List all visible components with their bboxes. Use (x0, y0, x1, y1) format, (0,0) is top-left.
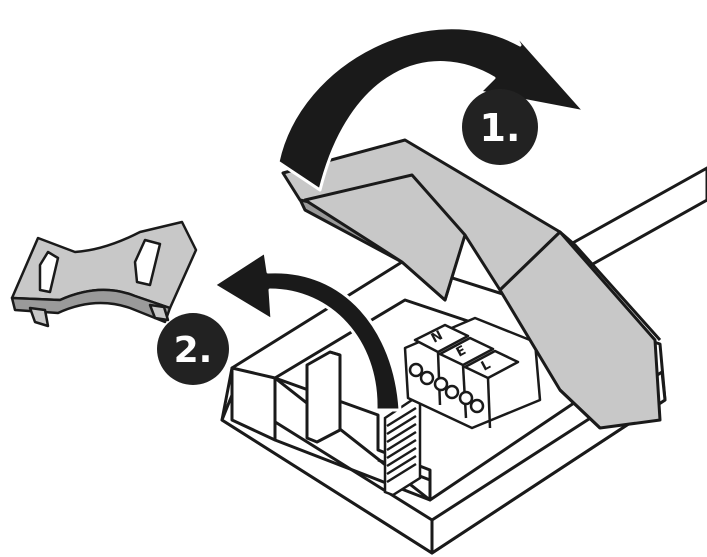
terminal-block: N E L (403, 316, 542, 430)
step-label-2: 2. (174, 330, 213, 371)
cable-clip-part (10, 220, 198, 328)
step-badge-2: 2. (157, 313, 229, 385)
step-label-1: 1. (480, 106, 521, 150)
ribbed-grip (383, 398, 422, 497)
step-badge-1: 1. (462, 89, 538, 165)
rotate-arrow-2 (212, 250, 402, 412)
rotate-arrow-1 (276, 26, 587, 192)
junction-box-lid (281, 138, 662, 430)
